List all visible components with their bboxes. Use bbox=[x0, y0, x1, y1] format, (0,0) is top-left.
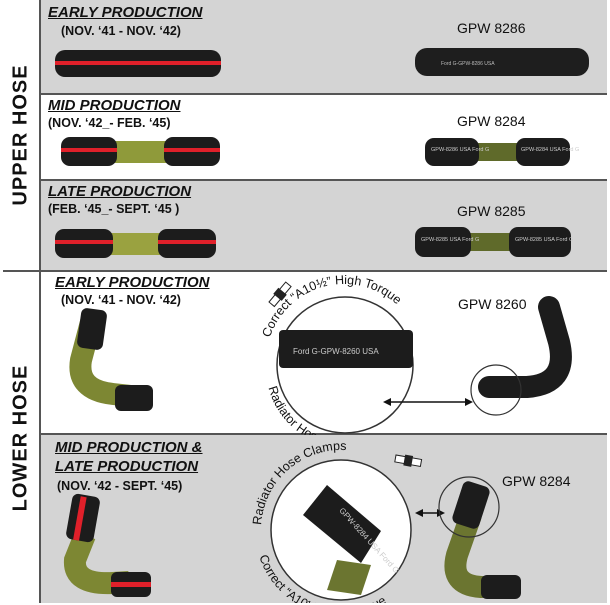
hose-illustrations: Ford G-GPW-8286 USA bbox=[55, 48, 589, 77]
clamp-icon bbox=[268, 281, 292, 308]
olive-elbow bbox=[444, 511, 499, 598]
arrow-head-left bbox=[383, 398, 391, 406]
hose-closeup bbox=[303, 485, 381, 563]
hose-illustrations: Ford G-GPW-8260 USA Correct “A10½” High … bbox=[69, 273, 572, 434]
row-upper-late: LATE PRODUCTION (FEB. ‘45_- SEPT. ‘45 ) … bbox=[41, 181, 607, 272]
upper-hose-label: UPPER HOSE bbox=[9, 64, 32, 206]
hose-print-left: GPW-8286 USA Ford G bbox=[431, 147, 489, 153]
hose-print-right: GPW-8284 USA Ford G bbox=[521, 147, 579, 153]
hose-end-bottom bbox=[481, 575, 521, 599]
detail-circle bbox=[438, 476, 500, 538]
olive-elbow bbox=[69, 319, 133, 407]
red-stripe bbox=[164, 148, 220, 152]
clamp-callout-textpath-lower: Radiator Hose Clamps bbox=[265, 384, 367, 435]
hose-end-right bbox=[516, 138, 570, 166]
detail-circle bbox=[470, 364, 522, 416]
arrow-head-right bbox=[465, 398, 473, 406]
hose-print: Ford G-GPW-8260 USA bbox=[293, 347, 379, 356]
red-stripe bbox=[158, 240, 216, 244]
row-dates: (NOV. ‘41 - NOV. ‘42) bbox=[61, 24, 181, 38]
upper-hose-section: UPPER HOSE bbox=[3, 0, 41, 272]
hose-end-right bbox=[509, 227, 571, 257]
hose-print: Ford G-GPW-8286 USA bbox=[441, 61, 495, 67]
row-lower-mid-late: MID PRODUCTION & LATE PRODUCTION (NOV. ‘… bbox=[41, 435, 607, 603]
hose-end-top bbox=[77, 308, 107, 350]
hose-end-bottom bbox=[115, 385, 153, 411]
hose-illustrations: GPW-8284 USA Ford G Radiator Hose Clamps… bbox=[64, 439, 521, 603]
hose-stamped bbox=[415, 48, 589, 76]
arrow-head-right bbox=[437, 509, 445, 517]
hose-illustrations: GPW-8285 USA Ford G GPW-8285 USA Ford G bbox=[55, 227, 573, 258]
red-stripe bbox=[73, 496, 87, 541]
lower-hose-section: LOWER HOSE bbox=[3, 272, 41, 603]
part-number: GPW 8286 bbox=[457, 20, 526, 36]
row-title: EARLY PRODUCTION bbox=[55, 274, 210, 291]
olive-sleeve bbox=[111, 141, 171, 163]
row-dates: (NOV. ‘42 - SEPT. ‘45) bbox=[57, 479, 183, 493]
row-title: LATE PRODUCTION bbox=[48, 183, 192, 200]
hose-elbow bbox=[478, 296, 572, 398]
hose-end-left bbox=[425, 138, 479, 166]
row-lower-early: EARLY PRODUCTION (NOV. ‘41 - NOV. ‘42) G… bbox=[41, 272, 607, 435]
red-stripe bbox=[55, 61, 221, 65]
part-number: GPW 8285 bbox=[457, 203, 526, 219]
arrow-head-left bbox=[415, 509, 423, 517]
row-title: MID PRODUCTION bbox=[48, 97, 181, 114]
part-number: GPW 8284 bbox=[457, 113, 526, 129]
hose-end-left bbox=[415, 227, 471, 257]
lower-callout-text: Radiator Hose Clamps bbox=[265, 384, 367, 435]
part-number: GPW 8260 bbox=[458, 296, 527, 312]
red-stripe bbox=[55, 240, 113, 244]
hose-print-left: GPW-8285 USA Ford G bbox=[421, 237, 479, 243]
row-dates: (NOV. ‘41 - NOV. ‘42) bbox=[61, 293, 181, 307]
row-title-line2: LATE PRODUCTION bbox=[55, 458, 199, 475]
row-dates: (NOV. ‘42_- FEB. ‘45) bbox=[48, 116, 171, 130]
row-upper-early: EARLY PRODUCTION (NOV. ‘41 - NOV. ‘42) G… bbox=[41, 0, 607, 95]
lower-hose-label: LOWER HOSE bbox=[9, 364, 32, 511]
hose-illustrations: GPW-8286 USA Ford G GPW-8284 USA Ford G bbox=[61, 137, 579, 166]
hose-closeup bbox=[279, 330, 413, 368]
row-upper-mid: MID PRODUCTION (NOV. ‘42_- FEB. ‘45) GPW… bbox=[41, 95, 607, 181]
olive-sleeve-closeup bbox=[327, 560, 371, 595]
row-title-line1: MID PRODUCTION & bbox=[55, 439, 203, 456]
red-stripe bbox=[111, 582, 151, 587]
hose-end-top bbox=[452, 481, 490, 529]
part-number: GPW 8284 bbox=[502, 473, 571, 489]
red-stripe bbox=[61, 148, 117, 152]
clamp-callout-text-lower: Radiator Hose Clamps bbox=[265, 384, 367, 435]
row-dates: (FEB. ‘45_- SEPT. ‘45 ) bbox=[48, 202, 180, 216]
row-title: EARLY PRODUCTION bbox=[48, 4, 203, 21]
clamp-icon bbox=[394, 454, 423, 467]
hose-print-right: GPW-8285 USA Ford G bbox=[515, 237, 573, 243]
